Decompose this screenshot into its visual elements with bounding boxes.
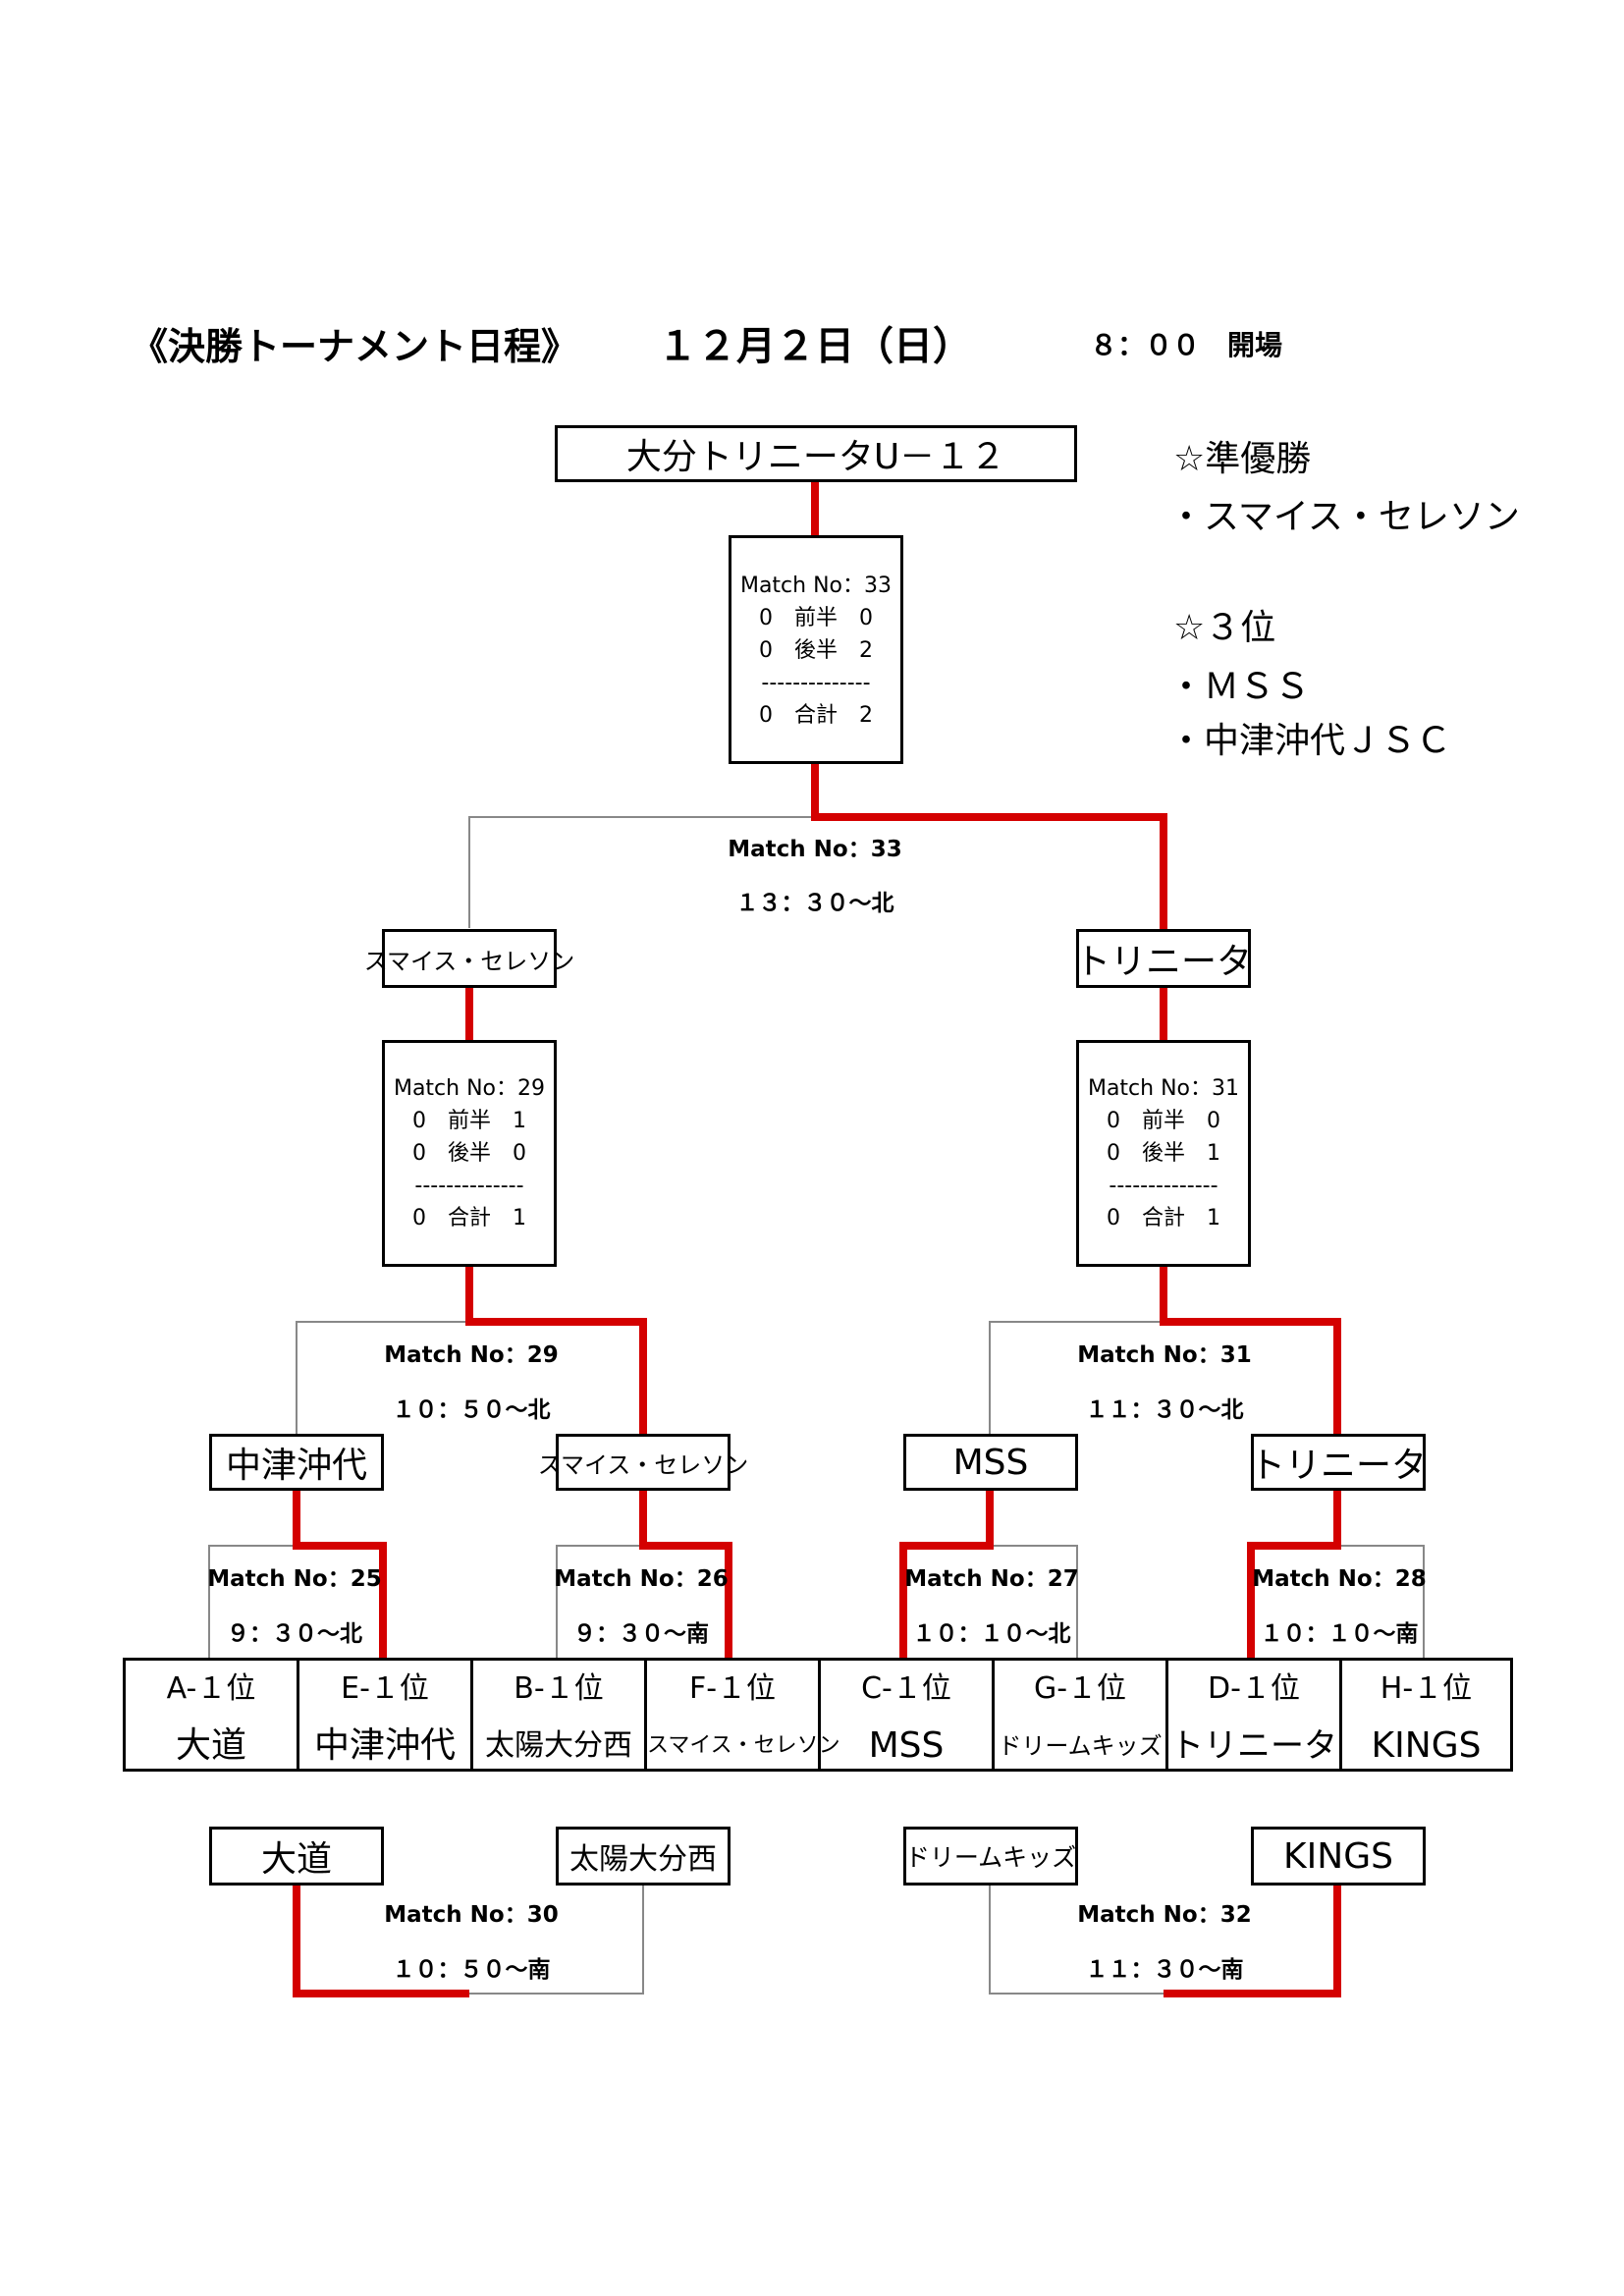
- semifinalist-c: MSS: [903, 1434, 1078, 1491]
- event-date: １２月２日（日）: [658, 324, 972, 369]
- team-position: B-１位: [514, 1671, 604, 1706]
- match-31-number: Match No：31: [1077, 1342, 1252, 1368]
- bracket-line: [469, 1886, 644, 1995]
- winner-line: [639, 1491, 732, 1660]
- bracket-line: [989, 1321, 1164, 1436]
- team-name: MSS: [868, 1725, 945, 1766]
- bracket-line: [990, 1545, 1078, 1660]
- finalist-left: スマイス・セレソン: [364, 929, 574, 988]
- winner-line: [1247, 1491, 1341, 1660]
- bracket-line: [468, 816, 815, 928]
- team-position: A-１位: [166, 1671, 256, 1706]
- score-second-half: 0 後半 2: [759, 638, 873, 663]
- finalist-right: トリニータ: [1075, 929, 1252, 988]
- match-25-time: ９：３０～北: [227, 1621, 362, 1647]
- match-33-number: Match No：33: [728, 837, 902, 862]
- score-first-half: 0 前半 0: [759, 606, 873, 630]
- team-position: H-１位: [1380, 1671, 1473, 1706]
- match-29-number: Match No：29: [384, 1342, 559, 1368]
- winner-line: [1164, 1886, 1341, 1997]
- team-cell: H-１位 KINGS: [1342, 1661, 1510, 1769]
- runner-up-heading: ☆準優勝: [1173, 439, 1312, 479]
- team-position: E-１位: [341, 1671, 429, 1706]
- winner-line: [811, 764, 1167, 931]
- winner-line: [293, 1491, 387, 1660]
- score-first-half: 0 前半 0: [1107, 1109, 1220, 1133]
- placement-team-a: 大道: [209, 1827, 384, 1886]
- winner-line: [1160, 1267, 1341, 1436]
- bracket-line: [1337, 1545, 1425, 1660]
- score-separator: --------------: [414, 1174, 524, 1198]
- placement-team-c: ドリームキッズ: [903, 1827, 1078, 1886]
- team-cell: E-１位 中津沖代: [299, 1661, 473, 1769]
- match-25-number: Match No：25: [207, 1566, 382, 1592]
- team-name: ドリームキッズ: [998, 1732, 1163, 1760]
- winner-line: [293, 1886, 469, 1997]
- match-27-number: Match No：27: [904, 1566, 1079, 1592]
- score-title: Match No：33: [739, 574, 893, 598]
- semifinalist-d: トリニータ: [1250, 1434, 1427, 1491]
- team-position: G-１位: [1033, 1671, 1127, 1706]
- team-name: スマイス・セレソン: [647, 1733, 840, 1758]
- runner-up-team: ・スマイス・セレソン: [1168, 497, 1520, 537]
- match-27-time: １０：１０～北: [912, 1621, 1071, 1647]
- match-29-time: １０：５０～北: [392, 1397, 551, 1423]
- bracket-line: [989, 1886, 1164, 1995]
- match-26-time: ９：３０～南: [573, 1621, 709, 1647]
- score-total: 0 合計 1: [412, 1206, 526, 1230]
- third-place-heading: ☆３位: [1173, 608, 1276, 648]
- team-name: 太陽大分西: [485, 1728, 632, 1763]
- team-position: D-１位: [1208, 1671, 1300, 1706]
- team-cell: G-１位 ドリームキッズ: [995, 1661, 1168, 1769]
- score-first-half: 0 前半 1: [412, 1109, 526, 1133]
- match-28-number: Match No：28: [1252, 1566, 1427, 1592]
- score-title: Match No：29: [393, 1076, 546, 1101]
- score-box-match-33: Match No：33 0 前半 0 0 後半 2 --------------…: [729, 535, 903, 764]
- match-32-time: １１：３０～南: [1085, 1957, 1244, 1983]
- team-name: 大道: [175, 1725, 246, 1766]
- semifinalist-a: 中津沖代: [209, 1434, 384, 1491]
- bracket-line: [556, 1545, 643, 1660]
- team-cell: B-１位 太陽大分西: [473, 1661, 647, 1769]
- third-place-team-2: ・中津沖代ＪＳＣ: [1168, 721, 1452, 761]
- score-separator: --------------: [1109, 1174, 1218, 1198]
- match-31-time: １１：３０～北: [1085, 1397, 1244, 1423]
- bracket-line: [208, 1545, 297, 1660]
- match-28-time: １０：１０～南: [1260, 1621, 1419, 1647]
- team-cell: C-１位 MSS: [821, 1661, 995, 1769]
- score-second-half: 0 後半 0: [412, 1141, 526, 1166]
- team-position: F-１位: [688, 1671, 777, 1706]
- score-separator: --------------: [761, 671, 871, 695]
- page-title: 《決勝トーナメント日程》: [131, 325, 579, 368]
- team-name: 中津沖代: [313, 1725, 456, 1766]
- score-box-match-31: Match No：31 0 前半 0 0 後半 1 --------------…: [1076, 1040, 1251, 1267]
- opening-time: ８：００ 開場: [1090, 329, 1283, 361]
- team-position: C-１位: [861, 1671, 951, 1706]
- team-cell: F-１位 スマイス・セレソン: [647, 1661, 840, 1769]
- match-32-number: Match No：32: [1077, 1902, 1252, 1928]
- match-33-time: １３：３０～北: [735, 891, 894, 916]
- team-name: トリニータ: [1170, 1726, 1337, 1766]
- score-second-half: 0 後半 1: [1107, 1141, 1220, 1166]
- score-total: 0 合計 2: [759, 703, 873, 728]
- match-26-number: Match No：26: [554, 1566, 729, 1592]
- placement-team-b: 太陽大分西: [556, 1827, 731, 1886]
- winner-line: [899, 1491, 994, 1660]
- match-30-time: １０：５０～南: [392, 1957, 551, 1983]
- semifinalist-b: スマイス・セレソン: [538, 1434, 748, 1491]
- third-place-team-1: ・ＭＳＳ: [1168, 667, 1311, 707]
- team-table: A-１位 大道 E-１位 中津沖代 B-１位 太陽大分西 F-１位 スマイス・セ…: [123, 1658, 1513, 1772]
- team-cell: A-１位 大道: [126, 1661, 299, 1769]
- score-total: 0 合計 1: [1107, 1206, 1220, 1230]
- bracket-line: [296, 1321, 469, 1436]
- team-name: KINGS: [1371, 1725, 1482, 1766]
- placement-team-d: KINGS: [1251, 1827, 1426, 1886]
- champion-box: 大分トリニータU－１２: [555, 425, 1077, 482]
- team-cell: D-１位 トリニータ: [1168, 1661, 1342, 1769]
- score-box-match-29: Match No：29 0 前半 1 0 後半 0 --------------…: [382, 1040, 557, 1267]
- match-30-number: Match No：30: [384, 1902, 559, 1928]
- winner-line: [465, 1267, 647, 1436]
- score-title: Match No：31: [1087, 1076, 1240, 1101]
